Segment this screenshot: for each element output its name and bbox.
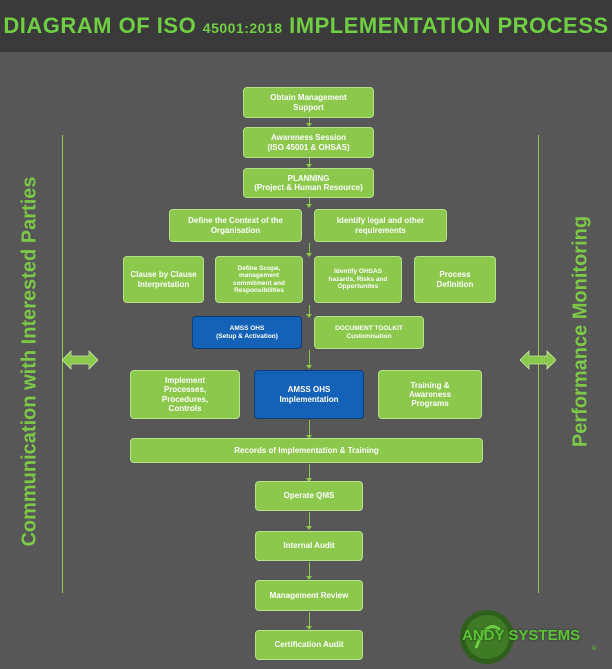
connector [306, 118, 312, 127]
logo-circle-icon [460, 610, 514, 664]
title-part2: IMPLEMENTATION PROCESS [282, 13, 609, 38]
step-define-context: Define the Context of the Organisation [169, 209, 302, 242]
step-text: Certification Audit [274, 640, 344, 650]
step-certification-audit: Certification Audit [255, 630, 363, 660]
connector [306, 243, 312, 257]
step-clause-interpretation: Clause by Clause Interpretation [123, 256, 204, 303]
step-management-review: Management Review [255, 580, 363, 611]
step-text: Awareness Session [270, 133, 346, 143]
diagram-title: DIAGRAM OF ISO 45001:2018 IMPLEMENTATION… [3, 13, 608, 39]
step-text: Support [293, 102, 324, 112]
step-text: Training & [410, 380, 450, 390]
connector [306, 464, 312, 482]
step-text: Identify legal and other [336, 216, 425, 226]
right-side-label: Performance Monitoring [569, 215, 592, 448]
step-text: Interpretation [137, 279, 190, 289]
step-text: (ISO 45001 & OHSAS) [267, 142, 350, 152]
connector [306, 420, 312, 439]
step-text: Clause by Clause [130, 270, 197, 280]
step-text: Define the Context of the [188, 216, 283, 226]
logo-text: ANDY SYSTEMS [462, 627, 581, 644]
step-text: Customisation [346, 332, 392, 340]
step-text: Management Review [269, 590, 349, 600]
title-part1: DIAGRAM OF ISO [3, 13, 203, 38]
step-text: requirements [355, 225, 406, 235]
step-text: Controls [168, 403, 202, 413]
step-identify-ohsas: Identify OHSAS hazards, Risks and Opport… [314, 256, 402, 303]
left-double-arrow-icon [62, 350, 98, 370]
step-text: Awareness [408, 389, 452, 399]
step-text: AMSS OHS [229, 325, 265, 333]
step-text: Definition [436, 279, 474, 289]
step-text: Implement [164, 376, 205, 386]
right-double-arrow-icon [520, 350, 556, 370]
step-amss-setup: AMSS OHS (Setup & Activation) [192, 316, 302, 349]
step-training-programs: Training & Awareness Programs [378, 370, 482, 419]
step-planning: PLANNING (Project & Human Resource) [243, 168, 374, 198]
step-internal-audit: Internal Audit [255, 531, 363, 561]
copyright-mark: © [592, 646, 597, 652]
step-text: (Project & Human Resource) [254, 183, 363, 192]
connector [306, 305, 312, 318]
step-text: DOCUMENT TOOLKIT [335, 325, 403, 333]
step-text: Internal Audit [283, 541, 335, 551]
connector [306, 198, 312, 208]
step-awareness-session: Awareness Session (ISO 45001 & OHSAS) [243, 127, 374, 158]
step-text: Responsibilities [234, 286, 284, 294]
left-vertical-line [62, 135, 63, 593]
step-operate-qms: Operate QMS [255, 481, 363, 511]
connector [306, 512, 312, 530]
step-define-scope: Define Scope, management commitment and … [215, 256, 303, 303]
step-text: Processes, [163, 385, 207, 395]
step-identify-legal: Identify legal and other requirements [314, 209, 447, 242]
step-text: Procedures, [161, 394, 209, 404]
step-text: Implementation [279, 394, 339, 404]
step-text: Define Scope, [237, 264, 281, 272]
step-text: Programs [411, 399, 449, 409]
title-bar: DIAGRAM OF ISO 45001:2018 IMPLEMENTATION… [0, 0, 612, 52]
step-text: Organisation [210, 225, 261, 235]
step-process-definition: Process Definition [414, 256, 496, 303]
connector [306, 612, 312, 630]
step-amss-implementation: AMSS OHS Implementation [254, 370, 364, 419]
step-implement-processes: Implement Processes, Procedures, Control… [130, 370, 240, 419]
step-document-toolkit: DOCUMENT TOOLKIT Customisation [314, 316, 424, 349]
step-text: Records of Implementation & Training [234, 445, 379, 455]
step-text: (Setup & Activation) [216, 332, 278, 340]
step-records: Records of Implementation & Training [130, 438, 483, 463]
step-text: Obtain Management [270, 93, 347, 103]
step-text: Identify OHSAS [333, 268, 383, 276]
step-text: AMSS OHS [287, 385, 331, 395]
step-text: management [238, 272, 280, 280]
step-text: Opportunites [337, 283, 379, 291]
step-text: Process [439, 270, 471, 280]
step-text: PLANNING [287, 173, 330, 183]
step-text: hazards, Risks and [328, 275, 388, 283]
connector [306, 350, 312, 369]
left-side-label: Communication with Interested Parties [18, 176, 41, 547]
title-number: 45001:2018 [202, 20, 283, 36]
step-text: commitment and [232, 279, 285, 287]
connector [306, 562, 312, 580]
step-text: Operate QMS [283, 491, 335, 501]
connector [306, 158, 312, 168]
step-obtain-management-support: Obtain Management Support [243, 87, 374, 118]
